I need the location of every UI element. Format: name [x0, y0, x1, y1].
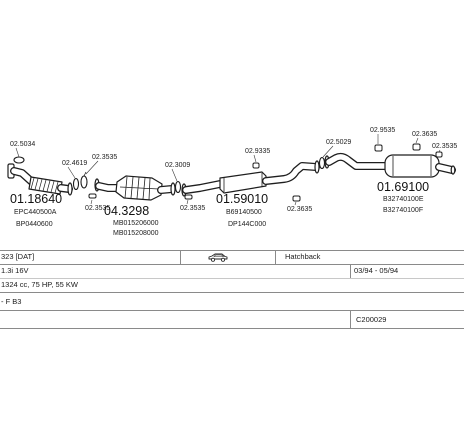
- middle-silencer-ref-1: B69140500: [226, 209, 262, 216]
- column-divider: [180, 250, 181, 264]
- leader-line: [253, 154, 257, 163]
- car-icon-front-wheel: [211, 257, 216, 262]
- leader-line: [415, 137, 419, 144]
- gasket: [318, 156, 326, 170]
- hanger-rubber: [184, 194, 193, 200]
- tailpipe-inner: [436, 164, 455, 173]
- hanger-rubber: [374, 144, 383, 152]
- catalyst-number: 04.3298: [104, 204, 149, 218]
- middle-exit-flange: [314, 160, 320, 174]
- middle-silencer-ref-2: DP144C000: [228, 221, 266, 228]
- middle-silencer: [219, 171, 267, 194]
- hanger-rubber: [292, 195, 301, 202]
- column-divider: [350, 264, 351, 278]
- leader-line: [322, 145, 334, 158]
- front-pipe-number: 01.18640: [10, 192, 62, 206]
- flex-section-hatching: [30, 177, 59, 194]
- front-pipe-ref-2: BP0440600: [16, 221, 53, 228]
- row-divider: [0, 292, 464, 293]
- part-number-label: 02.3009: [165, 162, 190, 169]
- leader-line: [294, 201, 297, 206]
- row-divider: [0, 310, 464, 311]
- part-number-label: 02.4619: [62, 160, 87, 167]
- catalyst-inlet-inner: [96, 183, 121, 191]
- part-number-label: 02.3535: [432, 143, 457, 150]
- leader-line: [90, 199, 93, 205]
- middle-silencer-number: 01.59010: [216, 192, 268, 206]
- catalytic-converter: [94, 175, 176, 201]
- leader-line: [67, 166, 76, 179]
- part-number-label: 02.3535: [180, 205, 205, 212]
- front-pipe-ref-1: EPC440500A: [14, 209, 57, 216]
- catalyst-outlet-flange: [170, 182, 176, 196]
- rear-silencer-ref-1: B32740100E: [383, 196, 424, 203]
- part-number-label: 02.5034: [10, 141, 35, 148]
- hanger-rubber: [435, 151, 443, 158]
- leader-line: [186, 199, 189, 205]
- column-divider: [275, 250, 276, 264]
- part-number-label: 02.3635: [412, 131, 437, 138]
- middle-silencer-seam: [223, 173, 263, 192]
- car-icon: [208, 253, 228, 262]
- leader-line: [171, 168, 178, 182]
- row-divider: [0, 250, 464, 251]
- part-number-label: 02.3635: [287, 206, 312, 213]
- front-pipe: [7, 163, 73, 196]
- catalyst-ref-1: MB015206000: [113, 220, 159, 227]
- clamp: [80, 175, 88, 189]
- rear-silencer-seam: [392, 156, 432, 176]
- hanger-rubber: [88, 193, 97, 199]
- part-number-label: 02.3535: [92, 154, 117, 161]
- hanger-rubber: [252, 162, 260, 169]
- row-divider: [0, 264, 464, 265]
- engine-code: - F B3: [1, 297, 22, 306]
- car-icon-window: [213, 254, 225, 257]
- exhaust-diagram: 02.5034 02.4619 02.3535 02.3535 01.18640…: [7, 127, 457, 237]
- gasket: [174, 180, 182, 194]
- engine-variant: 1.3i 16V: [1, 266, 29, 275]
- catalog-code: C200029: [356, 315, 387, 324]
- leader-line: [15, 147, 20, 158]
- gasket: [13, 156, 25, 164]
- body-type: Hatchback: [285, 252, 321, 261]
- tailpipe-end: [450, 165, 456, 175]
- part-number-label: 02.3535: [85, 205, 110, 212]
- catalyst-ref-2: MB015208000: [113, 230, 159, 237]
- hanger-rubber: [412, 143, 421, 151]
- rear-silencer-assembly: [324, 152, 456, 178]
- column-divider: [350, 310, 351, 328]
- part-number-label: 02.5029: [326, 139, 351, 146]
- production-period: 03/94 - 05/94: [354, 266, 399, 275]
- rear-pipe-inner: [326, 154, 389, 169]
- middle-exit-pipe-inner: [263, 163, 319, 184]
- catalyst-ribs: [119, 176, 160, 200]
- car-icon-rear-wheel: [220, 257, 225, 262]
- rear-silencer-ref-2: B32740100F: [383, 207, 423, 214]
- leader-line: [85, 160, 99, 175]
- clamp-bolt: [83, 171, 87, 177]
- rear-silencer-number: 01.69100: [377, 180, 429, 194]
- vehicle-model: 323 [DAT]: [1, 252, 35, 261]
- engine-specs: 1324 cc, 75 HP, 55 KW: [1, 280, 78, 289]
- front-pipe-rear-flange: [67, 182, 73, 196]
- row-divider: [0, 278, 464, 279]
- gasket: [72, 177, 80, 191]
- leader-line: [438, 149, 441, 153]
- part-number-label: 02.9535: [370, 127, 395, 134]
- front-pipe-tube-inner: [11, 168, 35, 185]
- part-number-label: 02.9335: [245, 148, 270, 155]
- row-divider: [0, 328, 464, 329]
- middle-silencer-assembly: [181, 160, 320, 197]
- intermediate-pipe-inner: [183, 181, 223, 193]
- catalyst-outlet-inner: [158, 186, 175, 193]
